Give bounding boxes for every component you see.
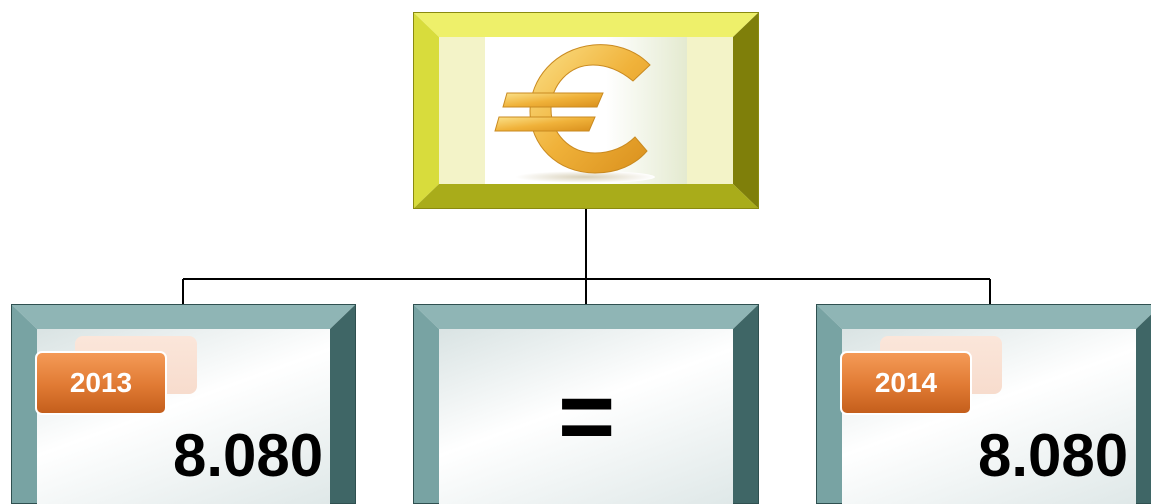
year-box-2013: 2013 8.080 [11, 304, 356, 504]
year-box-face: 2013 8.080 [37, 329, 330, 504]
equals-sign: = [558, 367, 615, 465]
year-tag: 2013 [35, 351, 167, 415]
year-tag: 2014 [840, 351, 972, 415]
euro-image-panel [485, 37, 687, 184]
box-value: 8.080 [978, 426, 1128, 486]
euro-root-box [413, 12, 759, 209]
equals-box-face: = [439, 329, 733, 504]
year-box-face: 2014 8.080 [842, 329, 1136, 504]
euro-icon [485, 37, 687, 184]
box-value: 8.080 [173, 426, 323, 486]
year-box-2014: 2014 8.080 [816, 304, 1151, 504]
equals-box: = [413, 304, 759, 504]
